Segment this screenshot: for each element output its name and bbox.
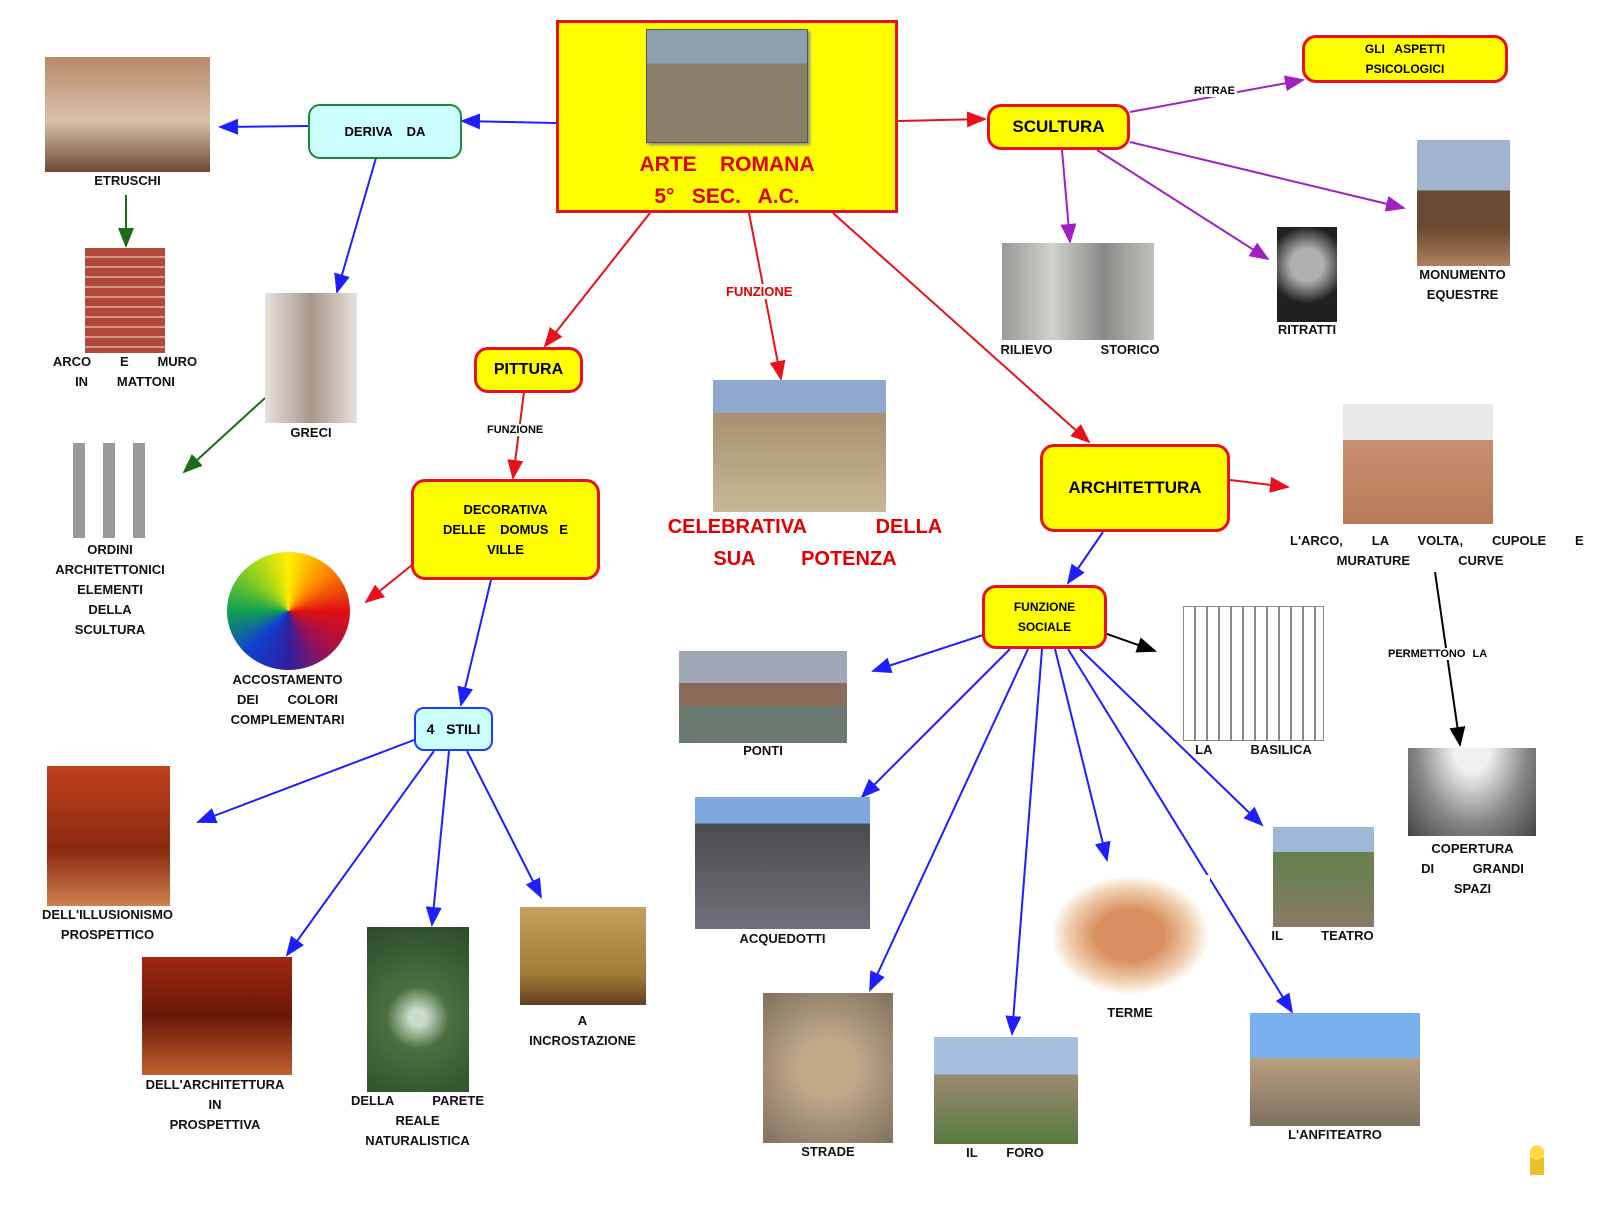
label-ponti: PONTI [743,743,783,758]
roman-road-image [763,993,893,1143]
pantheon-interior-image [1408,748,1536,836]
colosseum-image [646,29,808,143]
bridge-image [679,651,847,743]
label-parete-reale: DELLA PARETE REALE NATURALISTICA [350,1093,485,1148]
equestrian-monument-image [1417,140,1510,266]
label-incrostazione: A INCROSTAZIONE [529,1013,636,1048]
link-label-permettono: PERMETTONO LA [1386,648,1490,660]
aqueduct-image [695,797,870,929]
terme-drawing-image [1050,875,1210,995]
theatre-image [1273,827,1374,927]
architectural-orders-image [65,443,153,538]
label-acquedotti: ACQUEDOTTI [739,931,826,946]
label-teatro: IL TEATRO [1271,928,1374,943]
node-scultura[interactable]: SCULTURA [987,104,1130,150]
central-title: ARTE ROMANA [639,153,815,176]
architettura-prospettiva-fresco-image [142,957,292,1075]
color-wheel-image [227,552,350,670]
discobolus-image [265,293,357,423]
label-rilievo-storico: RILIEVO STORICO [1000,342,1160,357]
label-etruschi: ETRUSCHI [94,173,161,188]
label-anfiteatro: L'ANFITEATRO [1288,1127,1382,1142]
label-greci: GRECI [290,425,332,440]
roman-forum-image [713,380,886,512]
link-label-ritrae: RITRAE [1192,85,1237,97]
node-aspetti-psicologici[interactable]: GLI ASPETTI PSICOLOGICI [1302,35,1508,83]
label-copertura: COPERTURA DI GRANDI SPAZI [1421,841,1524,896]
label-basilica: LA BASILICA [1195,742,1312,757]
mascot-icon [1530,1145,1544,1175]
garden-fresco-image [367,927,469,1092]
node-pittura[interactable]: PITTURA [474,347,583,393]
illusionismo-fresco-image [47,766,170,906]
rilievo-storico-image [1002,243,1154,340]
label-foro: IL FORO [966,1145,1044,1160]
node-deriva-da[interactable]: DERIVA DA [308,104,462,159]
label-ritratti: RITRATTI [1277,322,1337,337]
colosseum-amphitheatre-image [1250,1013,1420,1126]
pantheon-image [1343,404,1493,524]
label-arco-volta: L'ARCO, LA VOLTA, CUPOLE E MURATURE CURV… [1290,533,1584,568]
node-decorativa[interactable]: DECORATIVA DELLE DOMUS E VILLE [411,479,600,580]
brick-wall-image [85,248,165,353]
central-subtitle: 5° SEC. A.C. [654,185,800,208]
link-label-funzione-pittura: FUNZIONE [485,424,546,436]
node-4-stili[interactable]: 4 STILI [414,707,493,751]
label-ordini: ORDINI ARCHITETTONICI ELEMENTI DELLA SCU… [55,542,165,637]
label-strade: STRADE [801,1144,855,1159]
etruschi-image [45,57,210,172]
label-illusionismo: DELL'ILLUSIONISMO PROSPETTICO [42,907,173,942]
forum-image [934,1037,1078,1144]
label-arco-muro: ARCO E MURO IN MATTONI [52,354,198,389]
link-label-funzione: FUNZIONE [724,284,795,299]
central-node-arte-romana[interactable]: ARTE ROMANA 5° SEC. A.C. [556,20,898,213]
label-monumento-equestre: MONUMENTO EQUESTRE [1419,267,1506,302]
label-accostamento: ACCOSTAMENTO DEI COLORI COMPLEMENTARI [230,672,345,727]
label-terme: TERME [1107,1005,1153,1020]
node-funzione-sociale[interactable]: FUNZIONE SOCIALE [982,585,1107,649]
incrostazione-image [520,907,646,1005]
portrait-bust-image [1277,227,1337,322]
label-celebrativa: CELEBRATIVA DELLA SUA POTENZA [667,516,943,570]
node-architettura[interactable]: ARCHITETTURA [1040,444,1230,532]
label-architettura-prospettiva: DELL'ARCHITETTURA IN PROSPETTIVA [145,1077,285,1132]
basilica-drawing-image [1183,606,1324,741]
